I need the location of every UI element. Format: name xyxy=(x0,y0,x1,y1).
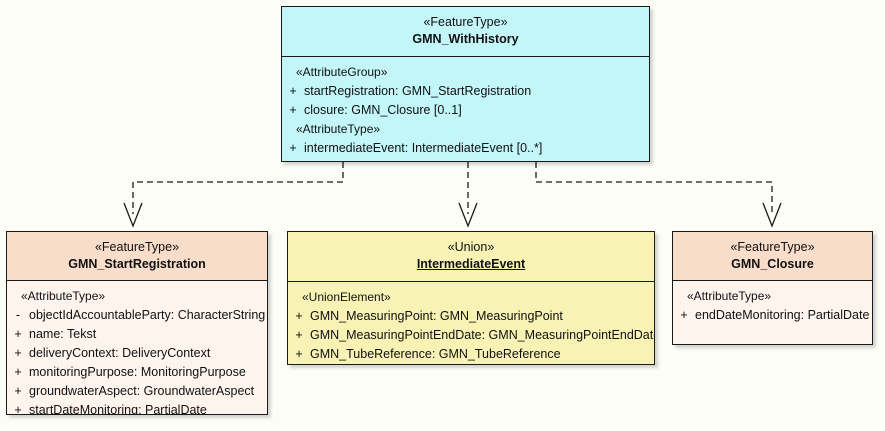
class-box-gmn-start-registration[interactable]: «FeatureType» GMN_StartRegistration «Att… xyxy=(6,231,268,415)
attribute-row[interactable]: + deliveryContext: DeliveryContext xyxy=(7,344,267,363)
attribute-group-label: «UnionElement» xyxy=(302,290,391,304)
class-box-gmn-closure[interactable]: «FeatureType» GMN_Closure «AttributeType… xyxy=(672,231,873,345)
attribute-group-label: «AttributeGroup» xyxy=(296,65,388,79)
attribute-visibility: + xyxy=(14,384,22,398)
attribute-row[interactable]: + monitoringPurpose: MonitoringPurpose xyxy=(7,363,267,382)
attribute-text: GMN_MeasuringPoint: GMN_MeasuringPoint xyxy=(310,309,563,323)
class-name: GMN_Closure xyxy=(731,257,814,271)
class-header-gmn-with-history: «FeatureType» GMN_WithHistory xyxy=(282,7,649,57)
attribute-row[interactable]: + closure: GMN_Closure [0..1] xyxy=(282,101,649,120)
attribute-visibility: + xyxy=(295,347,303,361)
attribute-row[interactable]: + groundwaterAspect: GroundwaterAspect xyxy=(7,382,267,401)
class-body-gmn-start-registration: «AttributeType» - objectIdAccountablePar… xyxy=(7,281,267,414)
class-body-intermediate-event: «UnionElement» + GMN_MeasuringPoint: GMN… xyxy=(288,282,654,364)
class-header-gmn-start-registration: «FeatureType» GMN_StartRegistration xyxy=(7,232,267,281)
attribute-row[interactable]: + GMN_MeasuringPointEndDate: GMN_Measuri… xyxy=(288,326,654,345)
class-stereotype: «FeatureType» xyxy=(94,240,180,254)
class-name: IntermediateEvent xyxy=(416,257,526,271)
attribute-visibility: + xyxy=(14,346,22,360)
attribute-visibility: + xyxy=(14,403,22,415)
attribute-text: startDateMonitoring: PartialDate xyxy=(29,403,207,415)
attribute-text: endDateMonitoring: PartialDate xyxy=(695,308,870,322)
attribute-row[interactable]: + intermediateEvent: IntermediateEvent [… xyxy=(282,139,649,158)
attribute-text: groundwaterAspect: GroundwaterAspect xyxy=(29,384,255,398)
attribute-row[interactable]: + startRegistration: GMN_StartRegistrati… xyxy=(282,82,649,101)
connector-with-history-to-intermediate-event xyxy=(458,162,478,228)
attribute-row[interactable]: - objectIdAccountableParty: CharacterStr… xyxy=(7,306,267,325)
class-header-intermediate-event: «Union» IntermediateEvent xyxy=(288,232,654,282)
class-box-intermediate-event[interactable]: «Union» IntermediateEvent «UnionElement»… xyxy=(287,231,655,365)
attribute-visibility: + xyxy=(289,84,297,98)
attribute-group-label: «AttributeType» xyxy=(21,289,106,303)
attribute-row[interactable]: + startDateMonitoring: PartialDate xyxy=(7,401,267,415)
class-header-gmn-closure: «FeatureType» GMN_Closure xyxy=(673,232,872,281)
attribute-text: intermediateEvent: IntermediateEvent [0.… xyxy=(304,141,543,155)
attribute-group-label: «AttributeType» xyxy=(296,122,381,136)
connector-with-history-to-start-registration xyxy=(123,162,344,228)
attribute-text: name: Tekst xyxy=(29,327,97,341)
class-stereotype: «FeatureType» xyxy=(423,15,508,29)
attribute-visibility: - xyxy=(15,308,21,322)
attribute-group-label: «AttributeType» xyxy=(687,289,772,303)
attribute-visibility: + xyxy=(289,141,297,155)
attribute-row[interactable]: + name: Tekst xyxy=(7,325,267,344)
attribute-visibility: + xyxy=(14,327,22,341)
attribute-text: closure: GMN_Closure [0..1] xyxy=(304,103,462,117)
attribute-visibility: + xyxy=(295,328,303,342)
class-name: GMN_WithHistory xyxy=(412,32,519,46)
connector-with-history-to-closure xyxy=(535,162,782,228)
attribute-visibility: + xyxy=(289,103,297,117)
attribute-text: objectIdAccountableParty: CharacterStrin… xyxy=(29,308,266,322)
attribute-visibility: + xyxy=(295,309,303,323)
class-body-gmn-with-history: «AttributeGroup» + startRegistration: GM… xyxy=(282,57,649,161)
class-box-gmn-with-history[interactable]: «FeatureType» GMN_WithHistory «Attribute… xyxy=(281,6,650,162)
class-stereotype: «FeatureType» xyxy=(730,240,815,254)
class-name: GMN_StartRegistration xyxy=(68,257,206,271)
attribute-visibility: + xyxy=(680,308,688,322)
attribute-text: monitoringPurpose: MonitoringPurpose xyxy=(29,365,246,379)
attribute-text: GMN_TubeReference: GMN_TubeReference xyxy=(310,347,561,361)
class-stereotype: «Union» xyxy=(447,240,495,254)
attribute-row[interactable]: + GMN_MeasuringPoint: GMN_MeasuringPoint xyxy=(288,307,654,326)
attribute-text: deliveryContext: DeliveryContext xyxy=(29,346,211,360)
attribute-row[interactable]: + endDateMonitoring: PartialDate xyxy=(673,306,872,325)
class-body-gmn-closure: «AttributeType» + endDateMonitoring: Par… xyxy=(673,281,872,344)
attribute-text: startRegistration: GMN_StartRegistration xyxy=(304,84,532,98)
attribute-row[interactable]: + GMN_TubeReference: GMN_TubeReference xyxy=(288,345,654,364)
attribute-visibility: + xyxy=(14,365,22,379)
attribute-text: GMN_MeasuringPointEndDate: GMN_Measuring… xyxy=(310,328,655,342)
